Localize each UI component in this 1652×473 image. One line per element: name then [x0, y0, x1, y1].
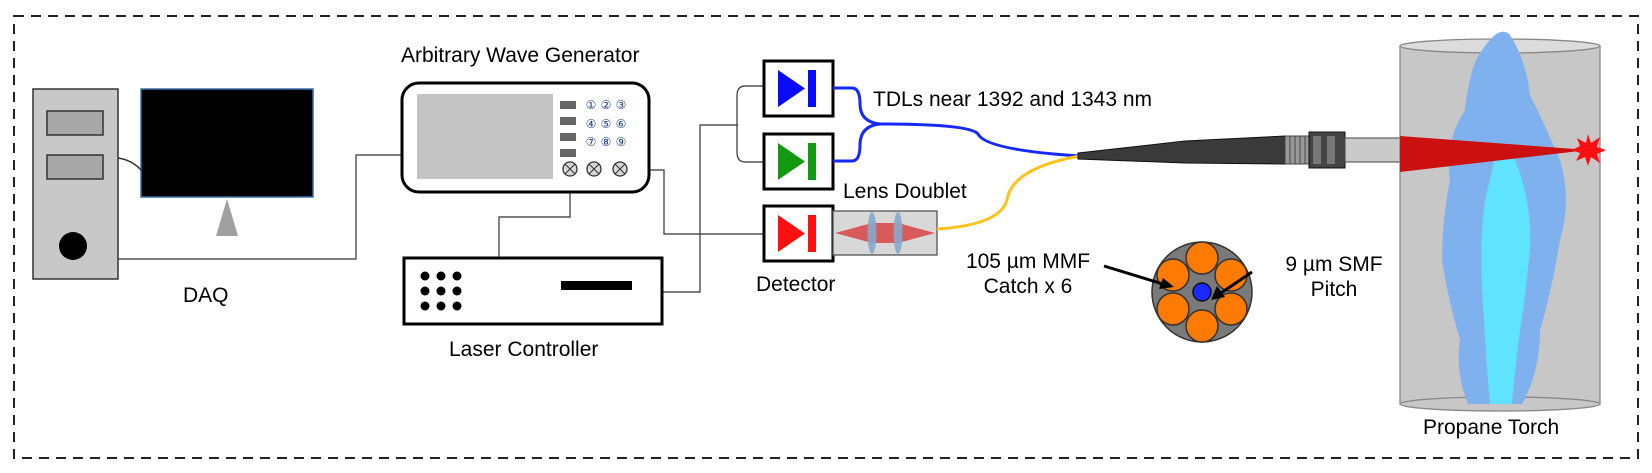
controller-display-slot	[561, 281, 632, 290]
fiber-bundle-cross-section	[1151, 241, 1253, 343]
awg-keypad: ① ② ③ ④ ⑤ ⑥ ⑦ ⑧ ⑨	[586, 98, 627, 149]
smf-arrow	[1220, 270, 1253, 295]
smf-label: 9 µm SMF Pitch	[1279, 252, 1389, 302]
keypad-key: ③	[616, 98, 627, 112]
keypad-key: ⑤	[601, 117, 612, 131]
controller-buttons	[420, 271, 462, 311]
awg-softkey	[560, 117, 576, 125]
keypad-key: ⑨	[616, 135, 627, 149]
tdls-label: TDLs near 1392 and 1343 nm	[873, 88, 1153, 111]
awg-softkey	[560, 101, 576, 109]
fiber-probe	[1077, 131, 1401, 169]
controller-body	[402, 256, 664, 326]
awg-softkey	[560, 133, 576, 141]
beam-impact-icon	[1572, 134, 1606, 166]
arrowhead-icon	[1159, 278, 1174, 289]
keypad-key: ④	[586, 117, 597, 131]
lens-doublet	[832, 210, 938, 256]
awg-softkey	[560, 149, 576, 157]
awg-screen	[417, 94, 553, 179]
keypad-key: ⑦	[586, 135, 597, 149]
drive-bay-2	[46, 154, 104, 180]
arrowhead-icon	[1211, 286, 1225, 300]
power-button-icon	[59, 232, 87, 260]
fibers	[833, 86, 1081, 231]
monitor-stand	[216, 199, 238, 236]
tdl-laser-2	[762, 132, 835, 191]
awg-label: Arbitrary Wave Generator	[401, 44, 640, 67]
laser-beam	[1400, 136, 1588, 172]
daq-label: DAQ	[183, 284, 229, 307]
detector-device	[762, 204, 835, 263]
diode-icon	[778, 215, 805, 252]
mmf-core	[1214, 292, 1248, 326]
mmf-arrow	[1103, 264, 1164, 286]
torch-label: Propane Torch	[1423, 416, 1560, 439]
diode-icon	[778, 70, 805, 107]
tdl-laser-1	[762, 59, 835, 118]
mmf-core	[1185, 309, 1219, 343]
mmf-core	[1156, 292, 1190, 326]
laser-controller-device	[402, 256, 664, 326]
daq-computer	[32, 88, 314, 280]
propane-torch	[1399, 31, 1601, 412]
diode-icon	[778, 143, 805, 180]
mmf-label-line2: Catch x 6	[983, 275, 1073, 298]
keypad-key: ⑧	[601, 135, 612, 149]
dashed-border	[13, 15, 1639, 459]
drive-bay-1	[46, 110, 104, 136]
keypad-key: ⑥	[616, 117, 627, 131]
daq-monitor	[140, 88, 314, 198]
awg-device: ① ② ③ ④ ⑤ ⑥ ⑦ ⑧ ⑨	[400, 81, 651, 194]
single-mode-fiber-branch	[833, 122, 881, 163]
multimode-fiber	[936, 154, 1081, 231]
lens-doublet-label: Lens Doublet	[843, 180, 967, 203]
smf-label-line1: 9 µm SMF	[1285, 253, 1383, 276]
laser-controller-label: Laser Controller	[449, 338, 599, 361]
awg-port-crosses	[564, 163, 626, 175]
awg-ports	[562, 161, 628, 177]
mmf-core	[1185, 241, 1219, 275]
pointer-arrows	[1103, 264, 1253, 295]
monitor-cable	[117, 157, 142, 171]
smf-label-line2: Pitch	[1310, 278, 1358, 301]
single-mode-fiber	[833, 86, 1081, 158]
flame-inner	[1481, 144, 1531, 405]
mmf-label: 105 µm MMF Catch x 6	[958, 249, 1098, 299]
smf-core	[1192, 282, 1212, 302]
mmf-label-line1: 105 µm MMF	[965, 250, 1091, 273]
detector-label: Detector	[756, 273, 836, 296]
controller-laser-cable	[662, 124, 738, 293]
laser-bus-cable	[736, 85, 764, 163]
keypad-key: ①	[586, 98, 597, 112]
keypad-key: ②	[601, 98, 612, 112]
